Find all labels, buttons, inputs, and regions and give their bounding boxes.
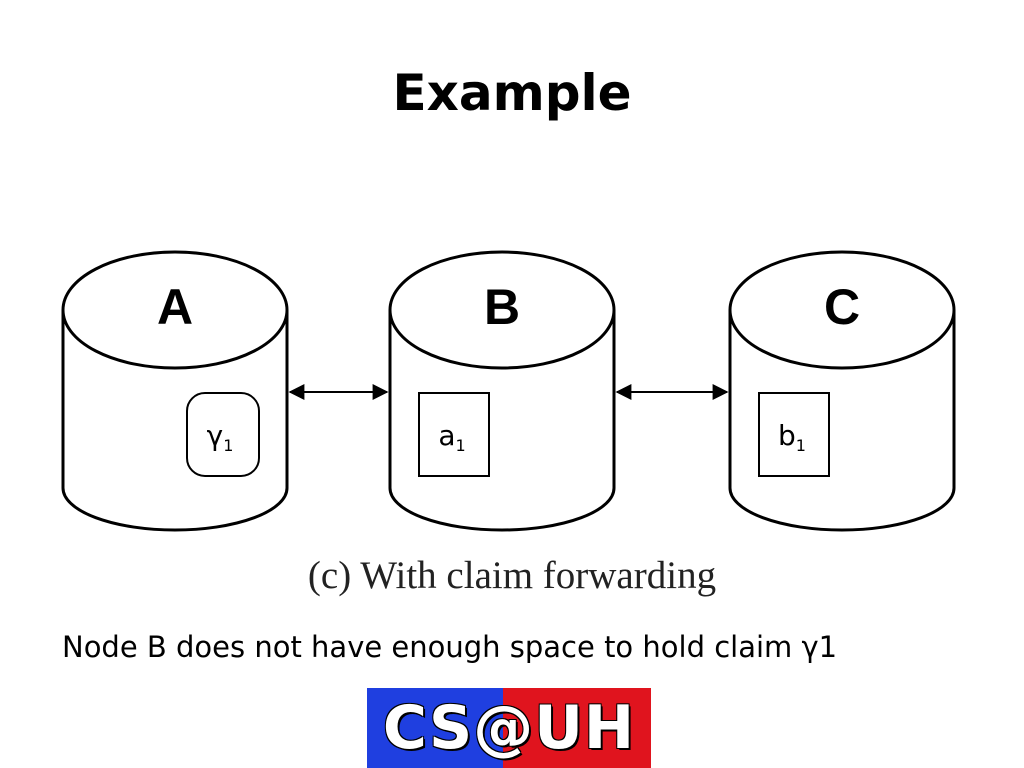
node-b-label: B xyxy=(484,279,520,335)
node-c-top xyxy=(728,250,956,370)
node-c-label: C xyxy=(824,279,860,335)
slide-title: Example xyxy=(392,64,632,122)
claim-a1-box xyxy=(418,392,490,477)
node-a-top xyxy=(61,250,289,370)
claim-gamma1-label: γ1 xyxy=(207,419,234,455)
node-diagram: A γ1 B a1 C b1 xyxy=(61,250,956,532)
claim-gamma1-box xyxy=(186,392,260,477)
cs-uh-logo: CS@UH xyxy=(367,688,651,768)
logo-right-block xyxy=(503,688,651,768)
logo-text: CS@UH xyxy=(382,693,636,763)
node-b-top xyxy=(388,250,616,370)
diagram-caption: (c) With claim forwarding xyxy=(307,554,717,597)
claim-b1-label: b1 xyxy=(778,419,806,455)
node-a-cylinder xyxy=(61,310,289,532)
node-c: C b1 xyxy=(728,250,956,532)
claim-a1-label: a1 xyxy=(438,419,465,455)
claim-b1-box xyxy=(758,392,830,477)
node-b-cylinder xyxy=(388,310,616,532)
node-b: B a1 xyxy=(388,250,616,532)
node-c-cylinder xyxy=(728,310,956,532)
logo-left-block xyxy=(367,688,503,768)
node-a: A γ1 xyxy=(61,250,289,532)
node-a-label: A xyxy=(157,279,193,335)
body-text: Node B does not have enough space to hol… xyxy=(62,630,838,664)
